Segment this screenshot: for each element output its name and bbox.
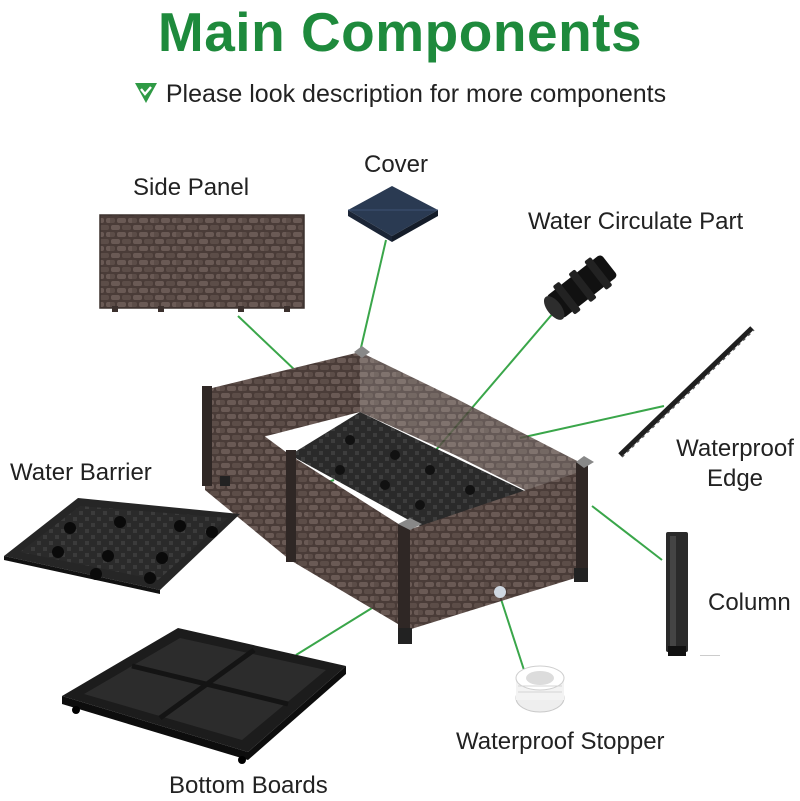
subtitle: Please look description for more compone… (0, 78, 800, 110)
water-barrier-part (4, 498, 240, 594)
page-title: Main Components (157, 1, 643, 63)
cover-part (348, 186, 438, 242)
label-waterproof-stopper: Waterproof Stopper (456, 728, 665, 755)
label-waterproof-edge-line2: Edge (706, 465, 764, 492)
check-triangle-icon (134, 83, 157, 103)
connector-column (591, 505, 663, 561)
label-bottom-boards: Bottom Boards (169, 772, 328, 799)
side-panel-part (99, 214, 305, 312)
label-cover: Cover (364, 151, 429, 178)
bottom-boards-part (62, 628, 346, 764)
water-circulate-part (543, 255, 617, 320)
label-column: Column (708, 589, 791, 616)
label-waterproof-edge-line1: Waterproof (676, 435, 794, 462)
label-side-panel: Side Panel (133, 174, 250, 201)
planter-box (202, 346, 594, 644)
waterproof-stopper-part (515, 665, 565, 713)
label-water-barrier: Water Barrier (10, 459, 152, 486)
subtitle-text: Please look description for more compone… (165, 80, 667, 108)
label-water-circulate-part: Water Circulate Part (528, 208, 744, 235)
connector-waterproof-stopper (499, 595, 525, 671)
connector-cover (359, 239, 387, 353)
connector-bottom-boards (295, 607, 373, 656)
column-part (666, 532, 720, 656)
waterproof-edge-part (618, 326, 755, 458)
label-waterproof-edge: Waterproof Edge (660, 434, 800, 494)
connector-waterproof-edge (519, 405, 665, 439)
